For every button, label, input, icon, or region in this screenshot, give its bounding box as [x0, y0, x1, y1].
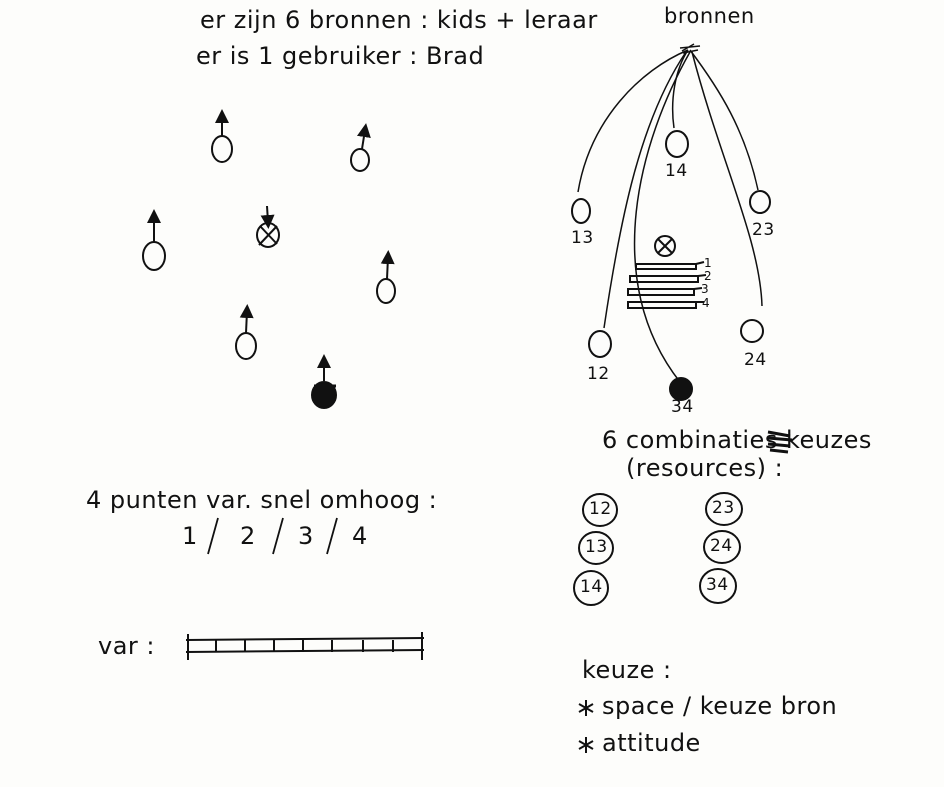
keuze-title: keuze :	[582, 656, 672, 684]
active-agent-figure	[311, 354, 337, 409]
source-label-14: 14	[665, 161, 688, 181]
source-label-24: 24	[744, 350, 767, 370]
source-node-34	[669, 377, 693, 401]
bullet-asterisks	[578, 700, 594, 753]
source-node-14	[665, 130, 689, 158]
combo-label: 12	[589, 499, 612, 519]
source-label-23: 23	[752, 220, 775, 240]
combo-label: 23	[712, 498, 735, 518]
combos-subtitle: (resources) :	[626, 454, 784, 482]
source-node-13	[571, 198, 591, 224]
combo-label: 14	[580, 577, 603, 597]
source-links	[577, 43, 763, 383]
point-value: 4	[352, 522, 368, 550]
source-label-13: 13	[571, 228, 594, 248]
level-label: 2	[704, 269, 712, 283]
combo-label: 13	[585, 537, 608, 557]
point-value: 1	[182, 522, 198, 550]
keuze-item: attitude	[602, 729, 701, 757]
combo-label: 24	[710, 536, 733, 556]
level-stack	[627, 261, 707, 309]
level-label: 1	[704, 256, 712, 270]
scribble-mark	[767, 430, 793, 454]
agent-figure	[211, 109, 233, 163]
agent-figure	[350, 123, 371, 172]
source-node-23	[749, 190, 771, 214]
point-value: 3	[298, 522, 314, 550]
header-line-2: er is 1 gebruiker : Brad	[196, 42, 485, 70]
level-label: 3	[701, 282, 709, 296]
keuze-item: space / keuze bron	[602, 692, 838, 720]
level-label: 4	[702, 296, 710, 310]
source-label-34: 34	[671, 397, 694, 417]
value-separators	[207, 517, 338, 555]
header-line-1: er zijn 6 bronnen : kids + leraar	[200, 6, 598, 34]
points-caption: 4 punten var. snel omhoog :	[86, 486, 438, 514]
source-node-24	[740, 319, 764, 343]
combo-circles	[573, 492, 743, 606]
user-figure	[256, 205, 280, 248]
agent-figure	[376, 250, 396, 304]
agent-figure	[142, 209, 166, 271]
network-user-figure	[654, 235, 676, 257]
combo-label: 34	[706, 575, 729, 595]
source-label-12: 12	[587, 364, 610, 384]
var-slider-sketch	[185, 632, 425, 660]
source-node-12	[588, 330, 612, 358]
combos-title: 6 combinaties keuzes	[602, 426, 872, 454]
agent-figure	[235, 304, 257, 360]
var-label: var :	[98, 632, 155, 660]
point-value: 2	[240, 522, 256, 550]
sources-title: bronnen	[664, 4, 755, 28]
